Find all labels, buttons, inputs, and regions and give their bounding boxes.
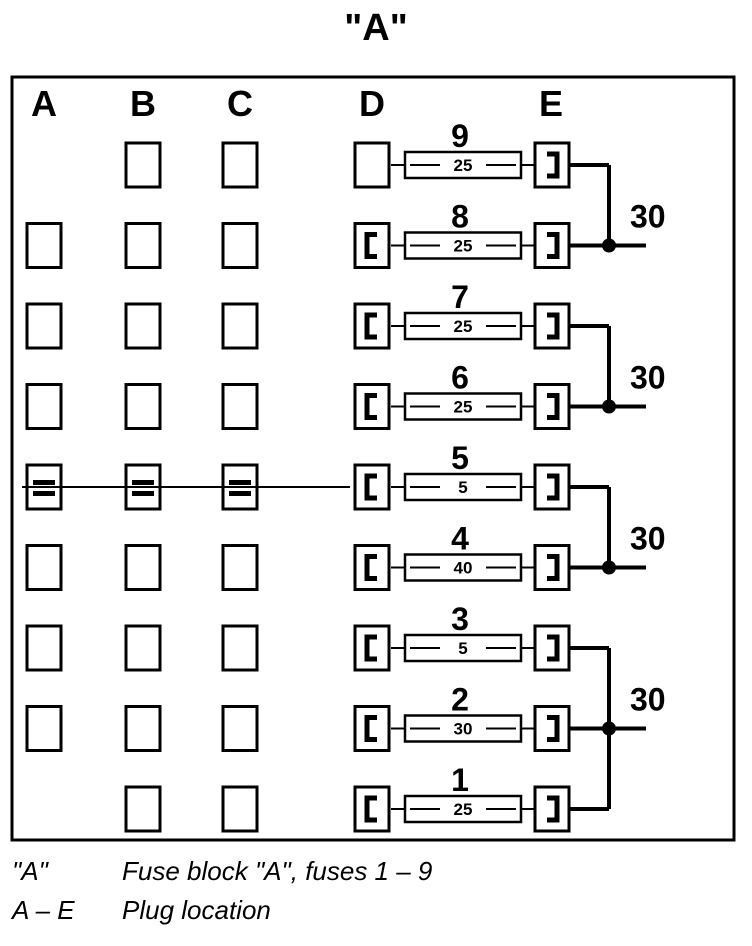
- fuse-rating: 30: [454, 720, 473, 739]
- plug-c-socket: [221, 222, 259, 269]
- plug-e-socket: [533, 544, 571, 591]
- plug-b-socket: [124, 544, 162, 591]
- plug-e-socket: [533, 624, 571, 672]
- terminal-30-label: 30: [630, 360, 666, 396]
- fuse-number: 7: [451, 279, 469, 315]
- fuse-rating: 5: [458, 478, 467, 497]
- fuse-rating: 25: [454, 237, 473, 256]
- fuse-8[interactable]: 25: [391, 231, 535, 260]
- fuse-9[interactable]: 25: [391, 150, 535, 180]
- plug-b-socket: [124, 383, 162, 430]
- junction-dot: [602, 238, 616, 253]
- plug-e-socket: [533, 383, 571, 430]
- column-labels: A B C D E: [31, 83, 563, 124]
- fuse-5[interactable]: 5: [391, 472, 535, 502]
- plug-e-socket: [533, 302, 571, 350]
- legend-key: A – E: [10, 895, 75, 925]
- plug-c-socket: [221, 383, 259, 430]
- fuse-rating: 25: [454, 800, 473, 819]
- diagram-title: "A": [344, 7, 407, 49]
- plug-b-socket: [124, 785, 162, 833]
- fuse-number: 1: [451, 762, 469, 798]
- fuse-rating: 40: [454, 559, 473, 578]
- column-label-c: C: [227, 83, 253, 124]
- bus-30-terminal: 30: [569, 163, 666, 253]
- fuse-3[interactable]: 5: [391, 633, 535, 663]
- fuse-6[interactable]: 25: [391, 392, 535, 421]
- fuse-7[interactable]: 25: [391, 311, 535, 341]
- plug-e-socket: [533, 785, 571, 833]
- junction-dot: [602, 560, 616, 575]
- plug-a-socket: [25, 222, 63, 269]
- fuse-block-frame: [10, 75, 736, 842]
- plug-b-socket: [124, 302, 162, 350]
- bus-30-terminal: 30: [569, 485, 666, 575]
- fuse-rating: 25: [454, 156, 473, 175]
- column-label-a: A: [31, 83, 57, 124]
- plug-c-socket: [221, 705, 259, 752]
- legend-text: Plug location: [122, 895, 271, 925]
- plug-e-socket: [533, 141, 571, 189]
- terminal-30-label: 30: [630, 521, 666, 557]
- plug-d-socket: [353, 624, 391, 672]
- terminal-30-label: 30: [630, 199, 666, 235]
- plug-c-socket: [221, 302, 259, 350]
- bus-30-terminal: 30: [569, 646, 666, 811]
- column-label-d: D: [359, 83, 385, 124]
- plug-e-socket: [533, 222, 571, 269]
- plug-c-socket: [221, 141, 259, 189]
- plug-a-socket: [25, 544, 63, 591]
- fuse-number: 3: [451, 601, 469, 637]
- plug-d-socket: [353, 544, 391, 591]
- plug-a-socket: [25, 302, 63, 350]
- plug-c-socket: [221, 785, 259, 833]
- bus-connections: 30 30 30 30: [569, 163, 666, 811]
- fuse-number: 8: [451, 199, 469, 235]
- fuse-number: 2: [451, 682, 469, 718]
- plug-a-socket: [25, 624, 63, 672]
- plug-d-socket: [353, 302, 391, 350]
- plug-e-socket: [533, 705, 571, 752]
- terminal-30-label: 30: [630, 682, 666, 718]
- legend: "A" Fuse block "A", fuses 1 – 9 A – E Plug …: [10, 856, 432, 925]
- plug-a-socket: [25, 383, 63, 430]
- plug-d-socket: [353, 141, 391, 189]
- fuse-number: 5: [451, 440, 469, 476]
- junction-dot: [602, 399, 616, 414]
- plug-d-socket: [353, 463, 391, 511]
- plug-d-socket: [353, 383, 391, 430]
- plug-c-socket: [221, 624, 259, 672]
- plug-b-socket: [124, 222, 162, 269]
- plug-d-socket: [353, 705, 391, 752]
- legend-key: "A": [12, 856, 50, 886]
- plug-b-socket: [124, 624, 162, 672]
- column-label-b: B: [130, 83, 156, 124]
- fuse-rating: 25: [454, 398, 473, 417]
- bus-30-terminal: 30: [569, 324, 666, 414]
- fuse-rating: 5: [458, 639, 467, 658]
- fuse-4[interactable]: 40: [391, 553, 535, 582]
- fuse-number: 9: [451, 118, 469, 154]
- fuse-1[interactable]: 25: [391, 794, 535, 824]
- plug-a-socket: [25, 705, 63, 752]
- column-label-e: E: [539, 83, 563, 124]
- plug-d-socket: [353, 785, 391, 833]
- plug-b-socket: [124, 705, 162, 752]
- plug-b-socket: [124, 141, 162, 189]
- plug-e-socket: [533, 463, 571, 511]
- fuse-number: 4: [451, 521, 469, 557]
- junction-dot: [602, 721, 616, 736]
- fuse-rows: 25 9 25 8 25 7 25 6 5 5 40 4 5 3 30 2 25 1: [22, 118, 571, 833]
- fuse-rating: 25: [454, 317, 473, 336]
- legend-text: Fuse block "A", fuses 1 – 9: [122, 856, 432, 886]
- fuse-2[interactable]: 30: [391, 714, 535, 743]
- fuse-number: 6: [451, 360, 469, 396]
- plug-c-socket: [221, 544, 259, 591]
- plug-d-socket: [353, 222, 391, 269]
